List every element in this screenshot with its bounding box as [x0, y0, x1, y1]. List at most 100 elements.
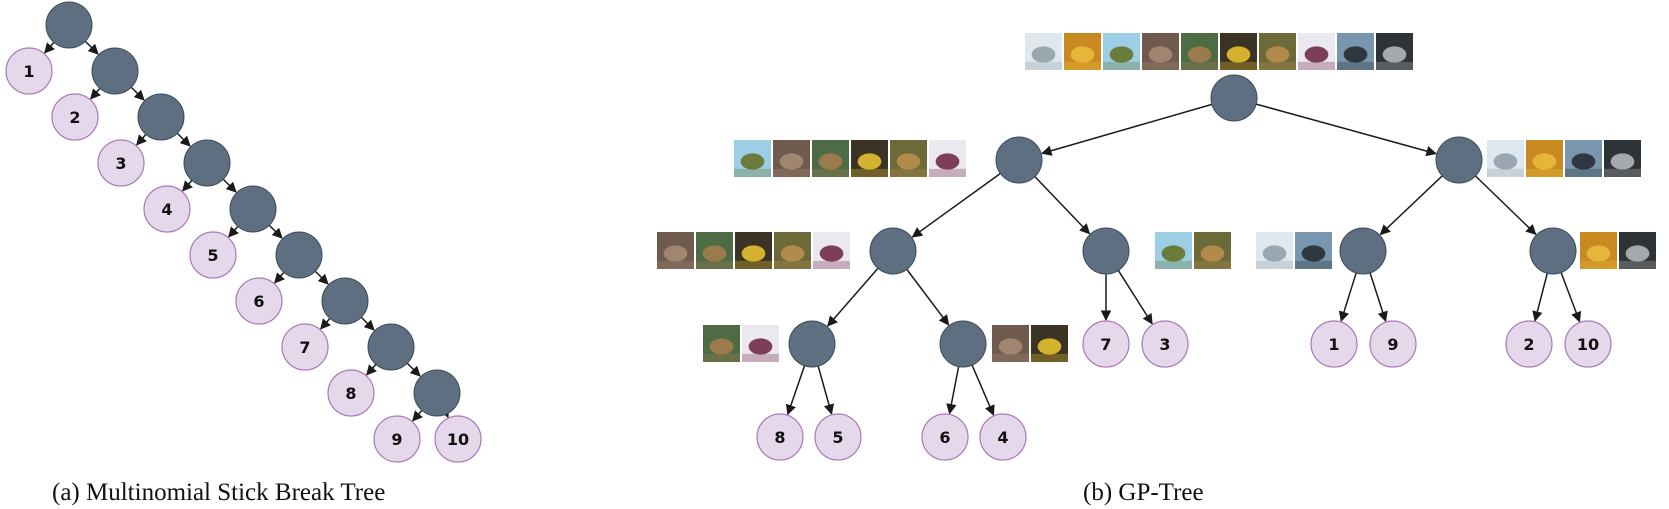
arrow-edge: [176, 132, 191, 147]
horse-thumbnail: [742, 325, 779, 362]
leaf-node-6: 6: [235, 277, 283, 325]
arrow-edge: [320, 317, 331, 330]
deer-thumbnail: [812, 140, 849, 177]
arrow-edge: [1117, 270, 1153, 325]
arrow-edge: [412, 409, 423, 422]
arrow-edge: [182, 179, 193, 192]
horse-thumbnail: [929, 140, 966, 177]
right-left-node-thumbnails: [1256, 232, 1332, 269]
internal-node: [995, 136, 1043, 184]
truck-thumbnail: [1619, 232, 1656, 269]
bird-thumbnail: [1155, 232, 1192, 269]
arrow-edge: [946, 366, 960, 415]
cat-thumbnail: [1142, 33, 1179, 70]
leaf-circle: [921, 413, 969, 461]
truck-thumbnail: [1376, 33, 1413, 70]
left-right-node-thumbnails: [1155, 232, 1231, 269]
arrow-edge: [827, 267, 879, 327]
arrow-edge: [1532, 273, 1548, 322]
leaf-node-4: 4: [143, 185, 191, 233]
leaf-label: 1: [1328, 335, 1339, 354]
leaf-label: 6: [939, 428, 950, 447]
automobile-thumbnail: [1064, 33, 1101, 70]
internal-node: [939, 320, 987, 368]
arrow-edge: [1338, 272, 1357, 323]
arrow-edge: [360, 316, 375, 331]
internal-node: [1339, 227, 1387, 275]
frog-thumbnail: [890, 140, 927, 177]
arrow-edge: [406, 362, 421, 377]
leaf-label: 9: [1387, 335, 1398, 354]
right-node-thumbnails: [1487, 140, 1641, 177]
leaf-circle: [1141, 320, 1189, 368]
internal-node: [1210, 74, 1258, 122]
arrow-edge: [228, 225, 239, 238]
arrow-edge: [1379, 175, 1443, 236]
truck-thumbnail: [1604, 140, 1641, 177]
leaf-label: 9: [391, 430, 402, 449]
dog-thumbnail: [851, 140, 888, 177]
arrow-edge: [136, 133, 147, 146]
left-node-thumbnails: [734, 140, 966, 177]
leaf-label: 7: [299, 338, 310, 357]
arrow-edge: [1475, 175, 1537, 236]
leaf-circle: [5, 47, 53, 95]
horse-thumbnail: [1298, 33, 1335, 70]
leaf-label: 2: [69, 108, 80, 127]
leaf-circle: [814, 413, 862, 461]
leaf-circle: [1082, 320, 1130, 368]
leaf-node-5: 5: [814, 413, 862, 461]
panel-a-caption: (a) Multinomial Stick Break Tree: [52, 479, 385, 506]
right-right-node-thumbnails: [1580, 232, 1656, 269]
leaf-label: 4: [161, 200, 172, 219]
leaf-label: 8: [774, 428, 785, 447]
internal-node: [229, 185, 277, 233]
panel-b-thumbnails: [657, 33, 1656, 362]
ship-thumbnail: [1337, 33, 1374, 70]
leaf-node-6: 6: [921, 413, 969, 461]
frog-thumbnail: [1259, 33, 1296, 70]
leaf-circle: [979, 413, 1027, 461]
leaf-node-7: 7: [281, 323, 329, 371]
leaf-node-1: 1: [5, 47, 53, 95]
leaf-node-8: 8: [327, 369, 375, 417]
leaf-circle: [143, 185, 191, 233]
deer-thumbnail: [703, 325, 740, 362]
leaf-node-9: 9: [1369, 320, 1417, 368]
arrow-edge: [906, 268, 950, 326]
arrow-edge: [785, 365, 806, 416]
lll-node-thumbnails: [703, 325, 779, 362]
cat-thumbnail: [992, 325, 1029, 362]
dog-thumbnail: [1031, 325, 1068, 362]
leaf-circle: [1310, 320, 1358, 368]
leaf-label: 3: [1159, 335, 1170, 354]
leaf-node-10: 10: [1564, 320, 1612, 368]
leaf-label: 2: [1523, 335, 1534, 354]
ship-thumbnail: [1565, 140, 1602, 177]
leaf-circle: [235, 277, 283, 325]
leaf-circle: [1505, 320, 1553, 368]
internal-node: [367, 323, 415, 371]
arrow-edge: [222, 178, 237, 193]
dog-thumbnail: [735, 232, 772, 269]
leaf-node-4: 4: [979, 413, 1027, 461]
arrow-edge: [44, 41, 55, 54]
cat-thumbnail: [773, 140, 810, 177]
leaf-label: 5: [832, 428, 843, 447]
internal-node: [183, 139, 231, 187]
leaf-node-3: 3: [97, 139, 145, 187]
leaf-circle: [1564, 320, 1612, 368]
arrow-edge: [274, 271, 285, 284]
arrow-edge: [1034, 176, 1091, 235]
ship-thumbnail: [1295, 232, 1332, 269]
internal-node: [788, 320, 836, 368]
leaf-node-3: 3: [1141, 320, 1189, 368]
llr-node-thumbnails: [992, 325, 1068, 362]
arrow-edge: [90, 87, 101, 100]
leaf-label: 5: [207, 246, 218, 265]
arrow-edge: [439, 406, 449, 419]
internal-node: [869, 227, 917, 275]
arrow-edge: [1560, 272, 1582, 323]
